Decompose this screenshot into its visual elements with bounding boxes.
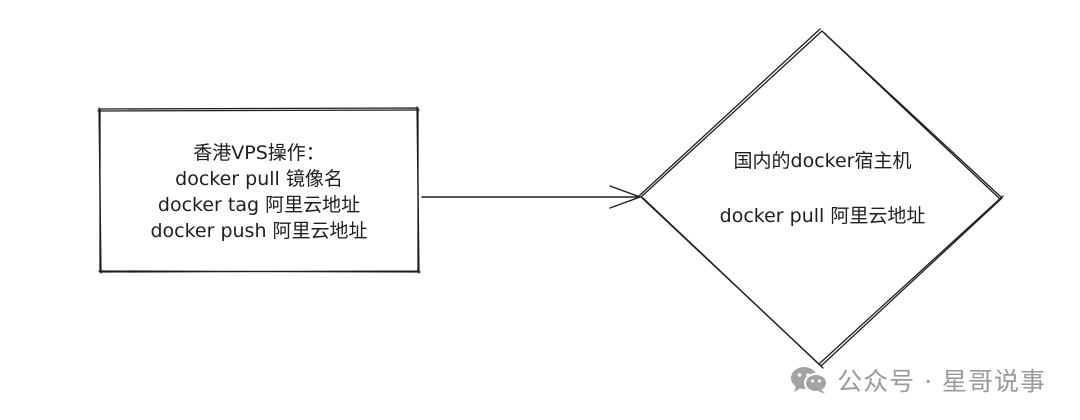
box-line-title: 香港VPS操作：: [193, 142, 325, 164]
domestic-host-diamond: [638, 28, 1004, 369]
vps-operations-box: [97, 106, 421, 274]
watermark-text: 公众号 · 星哥说事: [837, 367, 1046, 396]
watermark: 公众号 · 星哥说事: [789, 362, 1046, 398]
box-line-tag: docker tag 阿里云地址: [157, 194, 361, 216]
box-label: 香港VPS操作： docker pull 镜像名 docker tag 阿里云地…: [100, 140, 418, 244]
diamond-line-title: 国内的docker宿主机: [733, 150, 912, 172]
diamond-line-pull: docker pull 阿里云地址: [719, 205, 926, 227]
flow-arrow: [421, 185, 641, 209]
box-line-push: docker push 阿里云地址: [150, 220, 368, 242]
box-line-pull: docker pull 镜像名: [175, 168, 343, 190]
wechat-icon: [791, 367, 829, 394]
